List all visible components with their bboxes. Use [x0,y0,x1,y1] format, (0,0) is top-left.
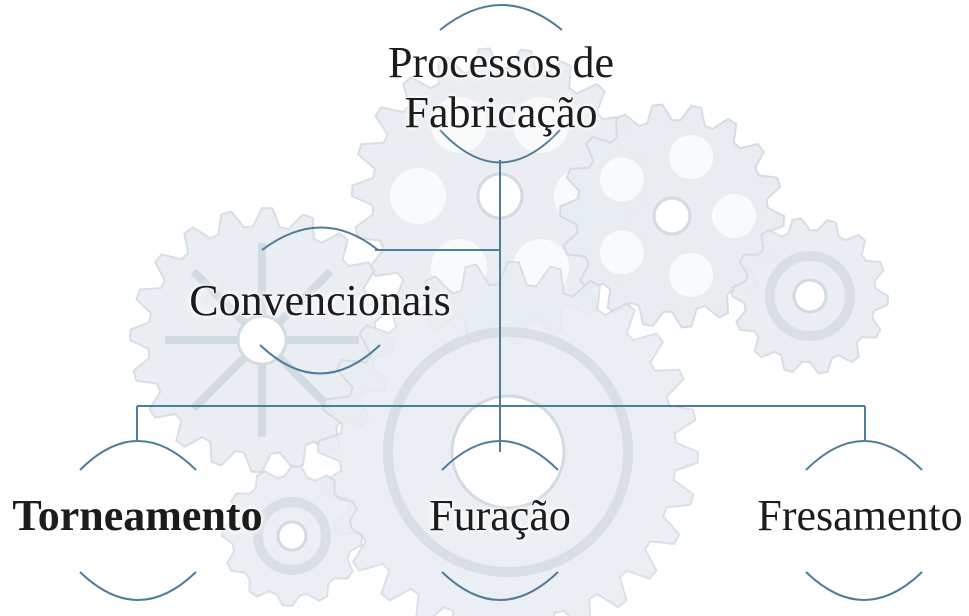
leaf-node-furacao: Furação [429,491,571,540]
leaf-arc-furacao-bottom [441,571,559,601]
leaf-node-torneamento: Torneamento [12,491,263,540]
branch-arc-bottom [259,344,381,375]
root-title-line2: Fabricação [404,88,598,137]
leaf-node-fresamento: Fresamento [757,491,963,540]
leaf-arc-fresamento-bottom [805,571,923,601]
branch-arc-top [261,226,379,251]
branch-node-label: Convencionais [189,276,451,325]
root-arc-bottom [439,129,561,164]
root-node-title: Processos de Fabricação [370,38,632,138]
leaf-arc-torneamento-bottom [79,571,197,601]
root-arc-top [439,4,563,31]
leaf-arc-fresamento-top [805,440,923,471]
leaf-arc-torneamento-top [79,440,197,471]
leaf-arc-furacao-top [441,440,559,471]
root-title-line1: Processos de [387,38,615,87]
